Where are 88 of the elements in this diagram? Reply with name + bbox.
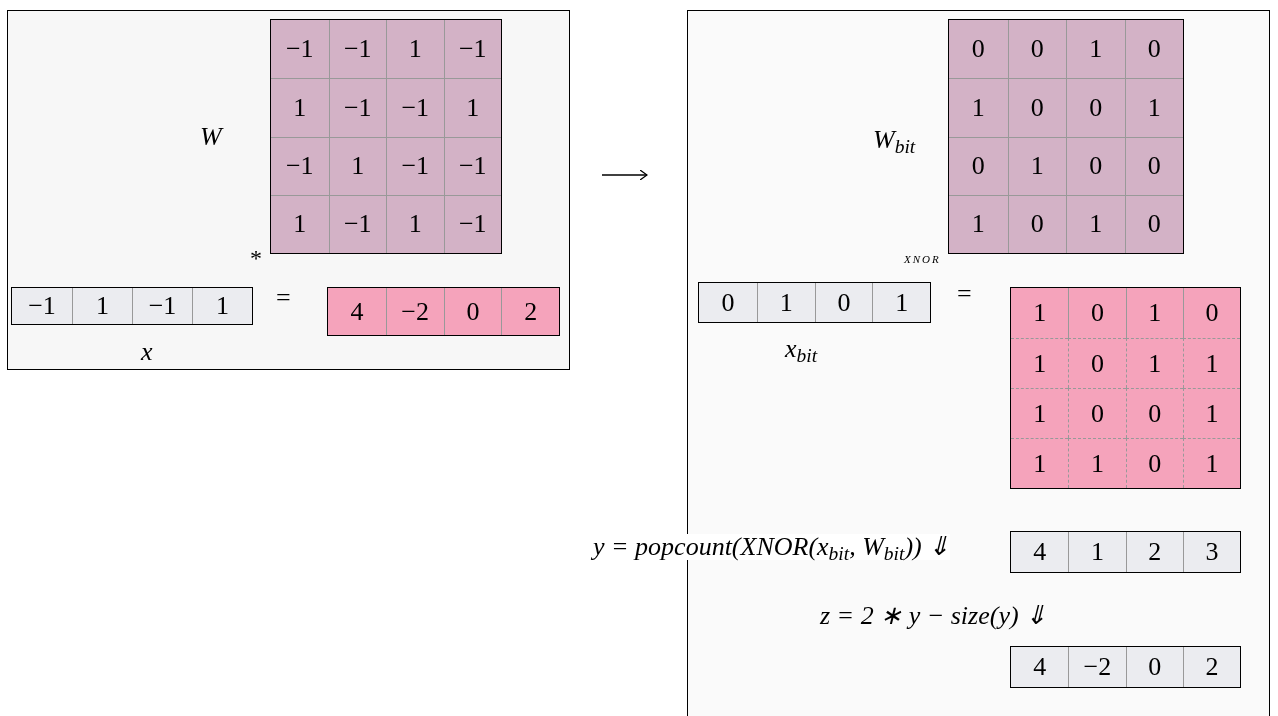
matrix-value: −2 [401, 298, 429, 325]
matrix-value: 1 [408, 211, 422, 238]
matrix-value: 1 [1147, 94, 1161, 121]
matrix [1010, 287, 1241, 489]
matrix-value: 1 [1205, 450, 1219, 477]
matrix-value: 0 [1030, 36, 1044, 63]
matrix-value: 0 [1030, 211, 1044, 238]
formula-text: y = popcount(XNOR(x$_{bit}$, W$_{bit}$)) ⇓ [593, 534, 951, 560]
matrix-value: 1 [1090, 450, 1104, 477]
matrix-value: 1 [1089, 211, 1103, 238]
matrix-value: 0 [837, 289, 851, 316]
matrix-name: W [200, 124, 222, 150]
matrix-name: x$_{bit}$ [785, 336, 818, 362]
matrix-value: 0 [1148, 450, 1162, 477]
matrix-value: 0 [1089, 94, 1103, 121]
matrix-value: 0 [466, 298, 480, 325]
matrix-value: 4 [1033, 654, 1047, 680]
matrix-value: 0 [1205, 300, 1219, 326]
arrow [601, 169, 648, 181]
matrix-value: 0 [971, 153, 985, 180]
matrix-value: 0 [721, 289, 735, 316]
matrix-value: 0 [1147, 211, 1161, 238]
matrix-value: −1 [458, 153, 487, 180]
matrix-value: −1 [28, 293, 56, 319]
matrix-value: 0 [1089, 153, 1103, 180]
matrix-value: 0 [1030, 94, 1044, 121]
matrix-value: 1 [971, 211, 985, 238]
matrix [1010, 646, 1241, 688]
matrix-value: 1 [96, 293, 109, 319]
matrix-value: 1 [1033, 300, 1047, 326]
matrix-value: 1 [1205, 350, 1219, 377]
matrix [948, 19, 1184, 254]
matrix-value: 0 [1148, 400, 1162, 427]
matrix-value: 2 [1205, 654, 1219, 680]
matrix-value: 1 [1033, 400, 1047, 427]
matrix-value: 0 [1147, 153, 1161, 180]
matrix-name: W$_{bit}$ [873, 127, 916, 153]
matrix-value: 0 [1148, 654, 1162, 680]
matrix-value: 1 [1030, 153, 1044, 180]
matrix-value: −1 [343, 211, 372, 238]
matrix-value: 1 [216, 293, 229, 319]
matrix-value: 1 [1089, 36, 1103, 63]
matrix-value: 1 [293, 94, 307, 121]
matrix-value: −1 [458, 211, 487, 238]
matrix-value: −1 [285, 36, 314, 63]
matrix-value: 1 [1090, 539, 1104, 565]
matrix-value: 0 [1090, 400, 1104, 427]
matrix-value: 4 [350, 298, 364, 325]
matrix-value: 1 [1148, 350, 1162, 377]
multiply-sign: * [250, 246, 262, 270]
matrix-value: 4 [1033, 539, 1047, 565]
matrix-value: 1 [351, 153, 365, 180]
matrix [698, 282, 931, 323]
matrix [1010, 531, 1241, 573]
matrix-value: −1 [401, 94, 430, 121]
matrix-name: x [141, 339, 153, 365]
matrix-value: 2 [524, 298, 538, 325]
matrix-value: −1 [458, 36, 487, 63]
matrix-value: 2 [1148, 539, 1162, 565]
equals-sign: = [957, 281, 972, 307]
matrix [11, 287, 253, 325]
matrix-value: −1 [343, 94, 372, 121]
equals-sign: = [276, 285, 291, 311]
matrix-value: 0 [971, 36, 985, 63]
matrix-value: 1 [895, 289, 909, 316]
matrix-value: −1 [401, 153, 430, 180]
matrix-value: 1 [971, 94, 985, 121]
operation-label: XNOR [904, 254, 941, 265]
matrix-value: 1 [1033, 450, 1047, 477]
matrix-value: −1 [343, 36, 372, 63]
formula-text: z = 2 ∗ y − size(y) ⇓ [820, 603, 1048, 629]
matrix-value: −1 [148, 293, 177, 319]
matrix-value: 1 [408, 36, 422, 63]
matrix-value: 0 [1090, 300, 1104, 326]
matrix [270, 19, 502, 254]
matrix-value: 0 [1147, 36, 1161, 63]
matrix [327, 287, 560, 336]
matrix-value: −1 [285, 153, 314, 180]
panel [7, 10, 570, 370]
matrix-value: 1 [466, 94, 480, 121]
matrix-value: 1 [1148, 300, 1162, 326]
matrix-value: 1 [293, 211, 307, 238]
matrix-value: 3 [1205, 539, 1219, 565]
matrix-value: 1 [779, 289, 793, 316]
matrix-value: 0 [1090, 350, 1104, 377]
matrix-value: 1 [1033, 350, 1047, 377]
matrix-value: −2 [1083, 654, 1112, 680]
matrix-value: 1 [1205, 400, 1219, 427]
